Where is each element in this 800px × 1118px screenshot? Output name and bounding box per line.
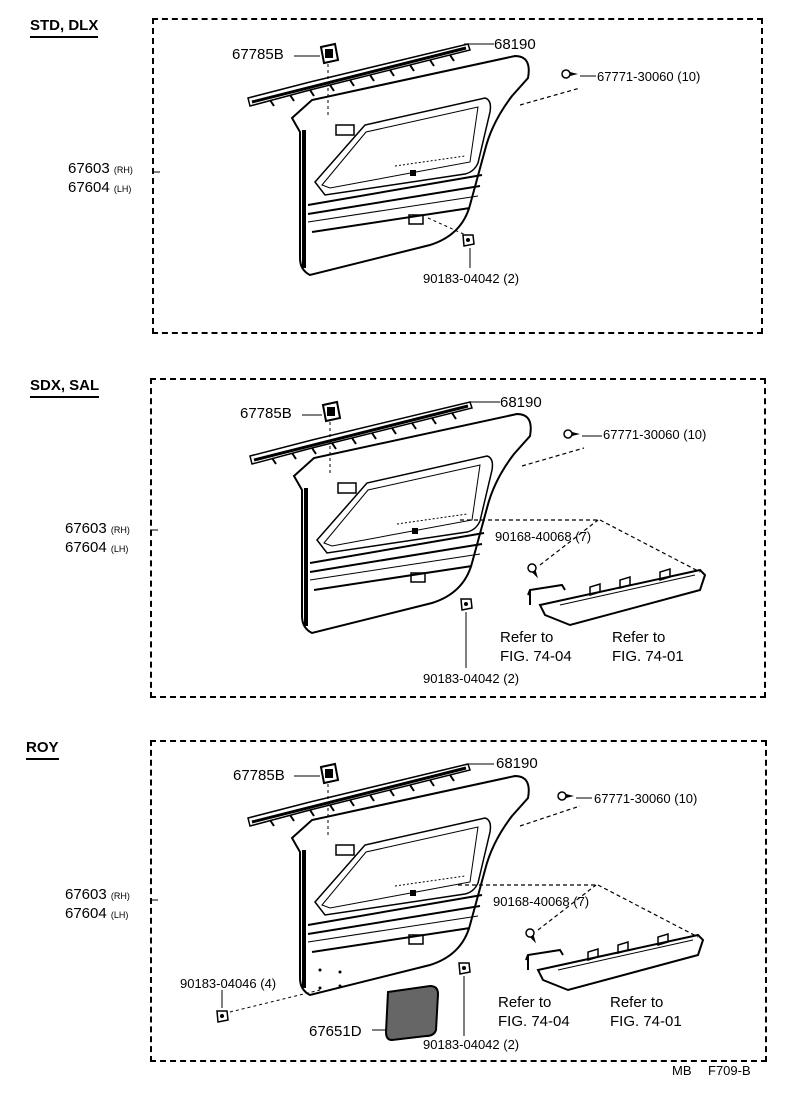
tag-lh: (LH) [110,544,129,554]
part-lh: 67604 [65,539,107,556]
tag-rh: (RH) [113,165,133,175]
section-frame-roy [150,740,767,1062]
footer-right: F709-B [708,1063,751,1078]
label-clip-top: 67785B [240,405,292,422]
panel-std [152,42,596,277]
label-clip-screw: 67771-30060 (10) [597,69,701,84]
label-clip-screw: 67771-30060 (10) [603,427,707,442]
label-clip-screw: 67771-30060 (10) [594,791,698,806]
label-refer-a-1: Refer to [498,994,552,1011]
section-frame-sdx-sal [150,378,766,698]
label-bottom-nut: 90183-04042 (2) [423,271,520,286]
panel-roy [246,762,592,997]
label-left-nut: 90183-04046 (4) [180,976,277,991]
label-bottom-nut: 90183-04042 (2) [423,1037,520,1052]
part-rh: 67603 [65,886,107,903]
section-frame-std-dlx [152,18,763,334]
tag-lh: (LH) [110,910,129,920]
label-refer-a-1: Refer to [500,629,554,646]
side-part-number: 67603 (RH) 67604 (LH) [68,160,133,198]
armrest-roy [458,884,704,991]
tag-rh: (RH) [110,891,130,901]
part-rh: 67603 [68,160,110,177]
label-refer-b-2: FIG. 74-01 [612,648,684,665]
label-bottom-nut: 90183-04042 (2) [423,671,520,686]
side-part-number: 67603 (RH) 67604 (LH) [65,886,130,924]
label-refer-b-2: FIG. 74-01 [610,1013,682,1030]
label-weatherstrip: 68190 [500,394,542,411]
label-screw: 90168-40068 (7) [495,529,592,544]
pocket-roy [150,899,471,1042]
tag-rh: (RH) [110,525,130,535]
label-pocket: 67651D [309,1023,362,1040]
side-part-number: 67603 (RH) 67604 (LH) [65,520,130,558]
footer-left: MB [672,1063,692,1078]
label-weatherstrip: 68190 [494,36,536,53]
label-weatherstrip: 68190 [496,755,538,772]
part-rh: 67603 [65,520,107,537]
section-title-sdx-sal: SDX, SAL [30,378,100,398]
label-refer-b-1: Refer to [612,629,666,646]
part-lh: 67604 [65,905,107,922]
tag-lh: (LH) [113,184,132,194]
label-clip-top: 67785B [232,46,284,63]
section-title-roy: ROY [26,740,59,760]
armrest-sdx [150,519,706,668]
part-lh: 67604 [68,179,110,196]
label-clip-top: 67785B [233,767,285,784]
label-refer-a-2: FIG. 74-04 [500,648,572,665]
section-title-std-dlx: STD, DLX [30,18,99,38]
label-refer-a-2: FIG. 74-04 [498,1013,570,1030]
label-screw: 90168-40068 (7) [493,894,590,909]
panel-sdx [248,400,602,635]
label-refer-b-1: Refer to [610,994,664,1011]
